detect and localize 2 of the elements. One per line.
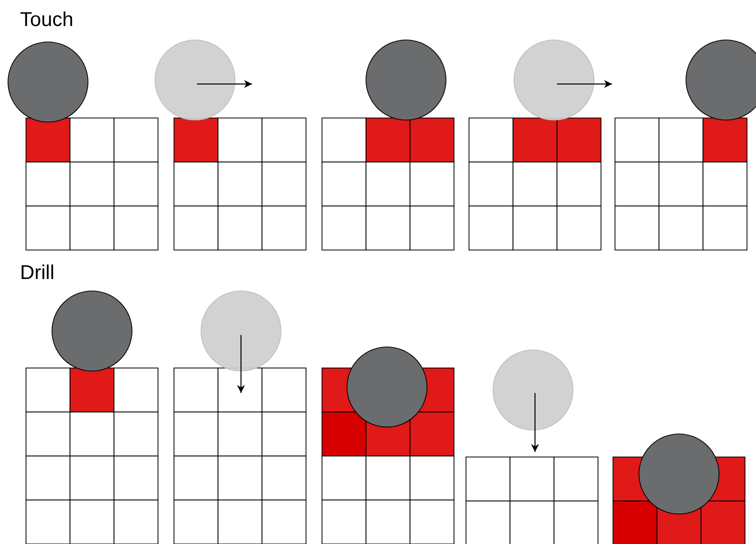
section-heading: Drill bbox=[20, 263, 54, 283]
section-heading: Touch bbox=[20, 10, 74, 30]
